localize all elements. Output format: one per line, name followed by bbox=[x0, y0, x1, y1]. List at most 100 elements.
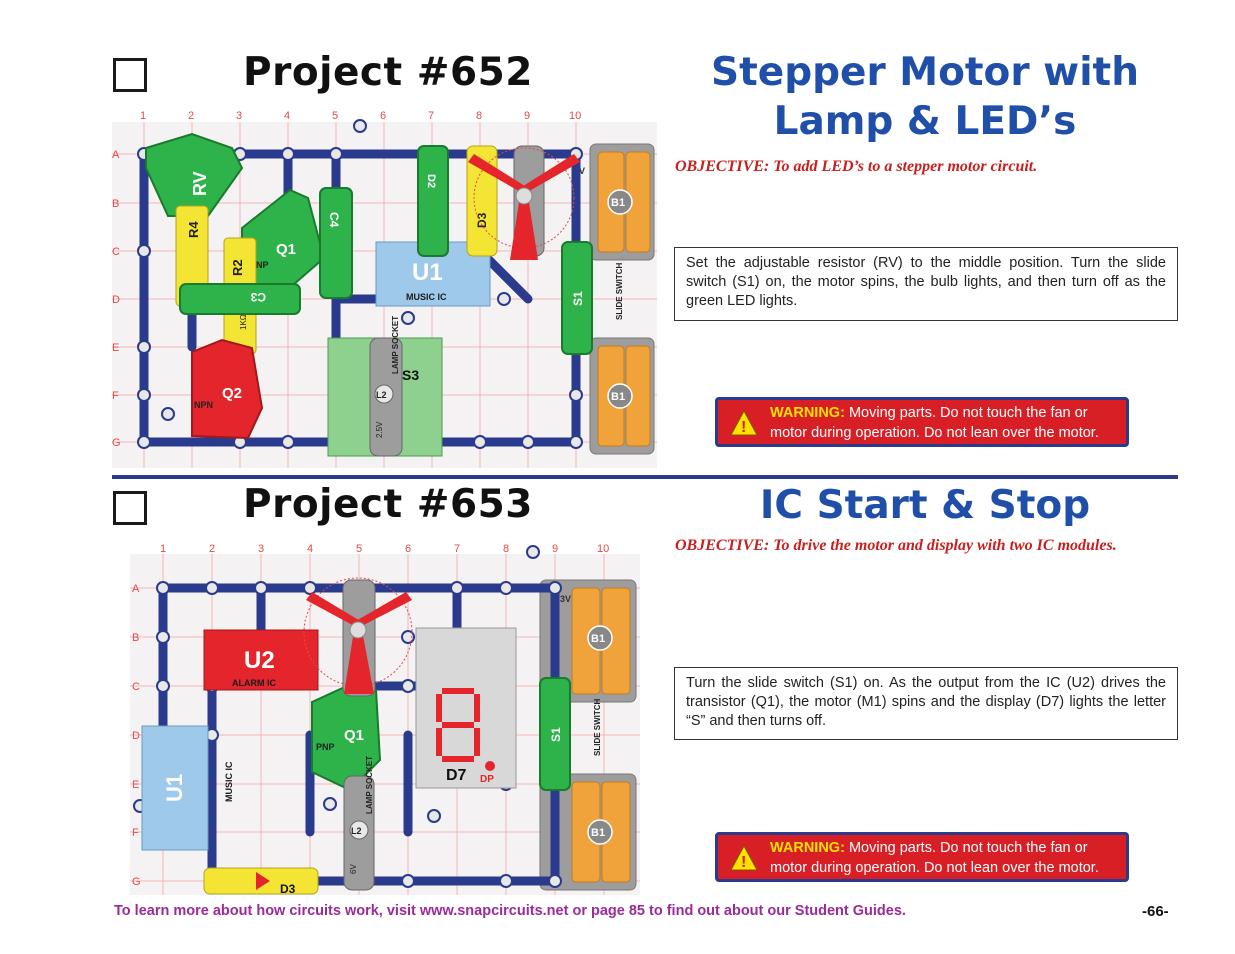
row-label: G bbox=[112, 437, 121, 449]
row-label: F bbox=[132, 827, 139, 839]
d3-label: D3 bbox=[280, 882, 296, 895]
footer-text: To learn more about how circuits work, v… bbox=[114, 903, 906, 919]
row-label: G bbox=[132, 876, 141, 888]
column-label: 10 bbox=[597, 543, 609, 555]
rv-part bbox=[145, 132, 244, 217]
music-ic-label: MUSIC IC bbox=[224, 761, 234, 802]
alarm-ic-label: ALARM IC bbox=[232, 678, 276, 688]
project-653-title: IC Start & Stop bbox=[675, 481, 1175, 530]
d2-part bbox=[417, 145, 449, 257]
project-653-number: Project #653 bbox=[243, 482, 533, 527]
project-652-objective: OBJECTIVE: To add LED’s to a stepper mot… bbox=[675, 158, 1038, 175]
column-label: 1 bbox=[140, 110, 146, 122]
project-653-warning: ! WARNING: Moving parts. Do not touch th… bbox=[715, 832, 1129, 882]
b1-label: B1 bbox=[591, 827, 605, 839]
fan-icon bbox=[306, 592, 412, 694]
column-label: 9 bbox=[552, 543, 558, 555]
column-label: 3 bbox=[236, 110, 242, 122]
project-653-description: Turn the slide switch (S1) on. As the ou… bbox=[674, 667, 1178, 740]
q1-label: Q1 bbox=[276, 241, 296, 258]
slide-switch-label: SLIDE SWITCH bbox=[593, 698, 602, 756]
project-652-description: Set the adjustable resistor (RV) to the … bbox=[674, 247, 1178, 321]
row-label: D bbox=[132, 730, 140, 742]
music-ic-label: MUSIC IC bbox=[406, 292, 447, 302]
column-label: 2 bbox=[209, 543, 215, 555]
row-label: E bbox=[112, 342, 119, 354]
column-label: 7 bbox=[428, 110, 434, 122]
column-label: 5 bbox=[332, 110, 338, 122]
slide-switch-label: SLIDE SWITCH bbox=[615, 262, 624, 320]
title-line-1: IC Start & Stop bbox=[759, 483, 1091, 528]
svg-text:!: ! bbox=[741, 419, 746, 436]
b1-label: B1 bbox=[611, 391, 625, 403]
project-652-warning: ! WARNING: Moving parts. Do not touch th… bbox=[715, 397, 1129, 447]
project-653-objective: OBJECTIVE: To drive the motor and displa… bbox=[675, 537, 1117, 554]
warning-text: Moving parts. Do not touch the fan or mo… bbox=[770, 840, 1099, 876]
warning-icon: ! bbox=[730, 845, 758, 871]
column-label: 3 bbox=[258, 543, 264, 555]
lamp-socket-label: LAMP SOCKET bbox=[365, 756, 374, 814]
lamp-voltage: 6V bbox=[349, 864, 358, 874]
column-label: 4 bbox=[284, 110, 290, 122]
title-line-1: Stepper Motor with bbox=[711, 50, 1139, 95]
s1-part bbox=[539, 677, 571, 791]
project-652-circuit-diagram: 1 2 3 4 5 6 7 8 9 10 A B C D E F G B1 B1… bbox=[112, 110, 657, 468]
u2-part bbox=[203, 629, 319, 691]
project-653-checkbox[interactable] bbox=[113, 491, 147, 525]
row-label: B bbox=[132, 632, 139, 644]
seven-segment-icon bbox=[436, 688, 480, 762]
column-label: 9 bbox=[524, 110, 530, 122]
title-line-2: Lamp & LED’s bbox=[773, 99, 1077, 144]
section-divider bbox=[112, 475, 1178, 479]
kohm-label: 1KΩ bbox=[239, 314, 248, 330]
project-653-circuit-diagram: 1 2 3 4 5 6 7 8 9 10 A B C D E F G B1 3V… bbox=[130, 543, 640, 895]
column-label: 1 bbox=[160, 543, 166, 555]
page-number: -66- bbox=[1142, 903, 1169, 920]
row-label: F bbox=[112, 390, 119, 402]
c4-label: C4 bbox=[327, 212, 341, 228]
r4-label: R4 bbox=[186, 221, 201, 238]
lamp-socket-label: LAMP SOCKET bbox=[391, 316, 400, 374]
b1-label: B1 bbox=[611, 197, 625, 209]
row-label: C bbox=[132, 681, 140, 693]
u1-part bbox=[141, 725, 209, 851]
warning-label: WARNING: bbox=[770, 840, 845, 856]
project-652-checkbox[interactable] bbox=[113, 58, 147, 92]
project-652-number: Project #652 bbox=[243, 50, 533, 95]
s1-part bbox=[561, 241, 593, 355]
s1-label: S1 bbox=[549, 727, 563, 742]
q2-part bbox=[191, 338, 264, 440]
warning-text: Moving parts. Do not touch the fan or mo… bbox=[770, 405, 1099, 441]
column-label: 8 bbox=[476, 110, 482, 122]
column-label: 7 bbox=[454, 543, 460, 555]
pnp-label: PNP bbox=[316, 742, 335, 752]
column-label: 6 bbox=[405, 543, 411, 555]
d2-label: D2 bbox=[425, 174, 437, 188]
warning-icon: ! bbox=[730, 410, 758, 436]
s3-label: S3 bbox=[402, 367, 419, 383]
lamp-voltage: 2.5V bbox=[375, 421, 384, 438]
u2-label: U2 bbox=[244, 647, 275, 674]
npn-label: NPN bbox=[194, 400, 213, 410]
column-label: 4 bbox=[307, 543, 313, 555]
column-label: 8 bbox=[503, 543, 509, 555]
column-label: 2 bbox=[188, 110, 194, 122]
row-label: A bbox=[112, 149, 120, 161]
l2-label: L2 bbox=[376, 390, 387, 400]
row-label: D bbox=[112, 294, 120, 306]
row-label: C bbox=[112, 246, 120, 258]
d3-label: D3 bbox=[475, 212, 489, 228]
d7-part bbox=[415, 627, 517, 789]
row-label: E bbox=[132, 779, 139, 791]
svg-text:!: ! bbox=[741, 854, 746, 871]
project-652-title: Stepper Motor with Lamp & LED’s bbox=[675, 48, 1175, 146]
column-label: 5 bbox=[356, 543, 362, 555]
r2-label: R2 bbox=[230, 259, 245, 276]
l2-label: L2 bbox=[351, 826, 362, 836]
dp-label: DP bbox=[480, 774, 494, 785]
fan-icon bbox=[468, 154, 580, 260]
pnp-label: PNP bbox=[250, 260, 269, 270]
row-label: A bbox=[132, 583, 140, 595]
rv-label: RV bbox=[190, 171, 210, 196]
c4-part bbox=[319, 187, 353, 299]
